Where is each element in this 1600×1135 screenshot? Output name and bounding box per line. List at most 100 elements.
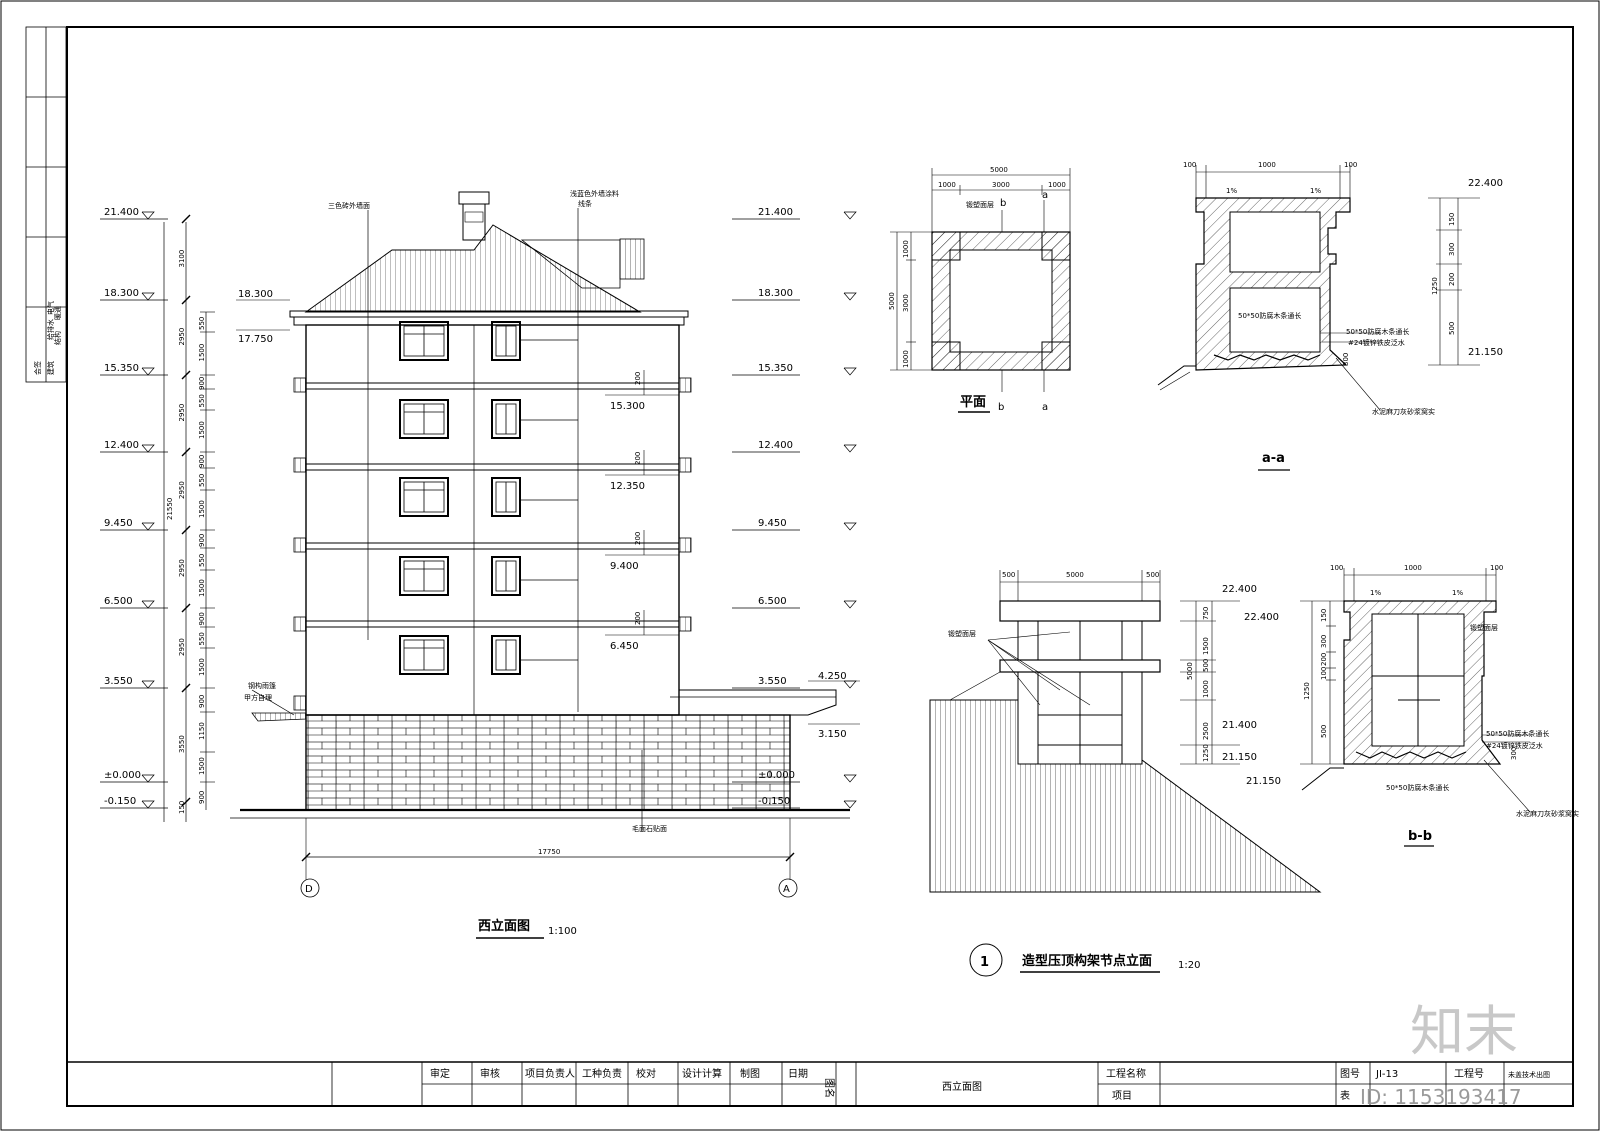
node-dim: 1500 <box>1202 637 1210 655</box>
node-dim: 750 <box>1202 607 1210 620</box>
sill-dim: 200 <box>634 532 642 545</box>
node-elevation: 500 5000 500 22.400 21.400 21.150 750 15… <box>929 570 1322 977</box>
aa-dim: 150 <box>1448 213 1456 226</box>
sill-dim: 200 <box>634 612 642 625</box>
dim-total: 2950 <box>178 559 186 577</box>
label-paint-line: 线条 <box>578 199 592 208</box>
plan-dim: 1000 <box>902 350 910 368</box>
sill-dim: 200 <box>634 452 642 465</box>
section-bb: 100 1000 100 22.400 21.150 150 300 200 1… <box>1244 564 1579 847</box>
plan-dim: 3000 <box>902 294 910 312</box>
level-mark: 15.350 <box>758 363 793 374</box>
bb-level-top: 22.400 <box>1244 612 1279 623</box>
label-paint: 浅蓝色外墙涂料 <box>570 189 619 198</box>
level-mark: 18.300 <box>104 288 139 299</box>
dim-detail: 1500 <box>198 421 206 439</box>
window-left <box>399 556 449 596</box>
dim-detail: 550 <box>198 474 206 487</box>
axis-label-a: A <box>783 884 790 895</box>
tb-drawing-no: JI-13 <box>1375 1069 1398 1080</box>
window-left <box>399 399 449 439</box>
inner-border <box>66 26 1574 1107</box>
level-mark: 18.300 <box>758 288 793 299</box>
axis-bubble-a <box>778 878 798 898</box>
tb-drawing-no-label: 图号 <box>1340 1068 1360 1080</box>
bb-level-bottom: 21.150 <box>1246 776 1281 787</box>
level-mark: -0.150 <box>104 796 136 807</box>
level-mark: 12.400 <box>104 440 139 451</box>
chimney-cap <box>458 191 490 205</box>
tb-cell: 设计计算 <box>682 1067 722 1080</box>
tb-cell: 图名 <box>823 1078 836 1098</box>
bb-dim: 100 <box>1320 667 1328 680</box>
bb-note: 锻塑面层 <box>1470 623 1498 632</box>
detail-number-circle <box>969 943 1003 977</box>
axis-bubble-d <box>300 878 320 898</box>
window-right <box>491 321 521 361</box>
bb-note: #24镀锌铁皮泛水 <box>1486 741 1543 750</box>
bb-dim: 1250 <box>1303 682 1311 700</box>
node-dim: 500 <box>1002 571 1015 579</box>
dim-detail: 1500 <box>198 579 206 597</box>
node-level: 22.400 <box>1222 584 1257 595</box>
level-canopy-bottom: 3.150 <box>818 729 847 740</box>
bb-note: 50*50防腐木条通长 <box>1386 783 1449 792</box>
plan-dim: 1000 <box>1048 181 1066 189</box>
dim-detail: 1150 <box>198 722 206 740</box>
overall-height: 21550 <box>166 498 174 520</box>
bb-dim: 150 <box>1320 609 1328 622</box>
window-right <box>491 399 521 439</box>
aa-title: a-a <box>1262 451 1285 466</box>
watermark-logo: 知末 <box>1410 1000 1518 1063</box>
node-dim: 2500 <box>1202 722 1210 740</box>
cut-mark-b: b <box>1000 198 1006 209</box>
tb-cell: 制图 <box>740 1067 760 1080</box>
plan-dim: 1000 <box>902 240 910 258</box>
watermark: 知末 ID: 1153193417 <box>1360 1000 1522 1109</box>
cut-mark-a: a <box>1042 190 1048 201</box>
bb-slope: 1% <box>1452 589 1463 597</box>
window-right <box>491 556 521 596</box>
dim-total: 2950 <box>178 481 186 499</box>
bb-dim: 300 <box>1320 635 1328 648</box>
label-stone: 毛面石贴面 <box>632 824 667 833</box>
section-aa: 100 1000 100 22.400 21.150 150 300 200 1… <box>1157 161 1503 471</box>
dim-detail: 550 <box>198 317 206 330</box>
tb-cell: 项目负责人 <box>525 1067 575 1080</box>
windows <box>399 321 521 675</box>
level-mark: ±0.000 <box>758 770 795 781</box>
bb-dim: 500 <box>1320 725 1328 738</box>
tb-cell: 校对 <box>636 1067 656 1080</box>
label-canopy: 钢构雨篷 <box>248 681 276 690</box>
aa-dim: 100 <box>1183 161 1196 169</box>
side-strip: 会签 建筑 结构 给排水 暖通 电气 <box>25 26 67 383</box>
dim-detail: 900 <box>198 791 206 804</box>
dim-detail: 1500 <box>198 500 206 518</box>
bb-dim: 100 <box>1330 564 1343 572</box>
canopy <box>678 689 837 716</box>
side-strip-label: 结构 <box>53 331 62 345</box>
sill-dim: 200 <box>634 372 642 385</box>
dim-detail: 900 <box>198 695 206 708</box>
plan-dim: 3000 <box>992 181 1010 189</box>
label-canopy-note: 甲方自理 <box>244 693 272 702</box>
cut-mark-a: a <box>1042 402 1048 413</box>
bb-dim: 100 <box>1490 564 1503 572</box>
side-strip-label: 会签 <box>33 361 42 375</box>
aa-dim: 1000 <box>1258 161 1276 169</box>
aa-dim: 100 <box>1344 161 1357 169</box>
dim-detail: 900 <box>198 612 206 625</box>
chimney <box>462 203 486 241</box>
dim-detail: 550 <box>198 632 206 645</box>
dim-detail: 550 <box>198 554 206 567</box>
stone-plinth <box>305 714 791 811</box>
aa-dim: 1250 <box>1431 277 1439 295</box>
elevation-title: 西立面图 <box>478 918 530 934</box>
tb-project-item: 项目 <box>1112 1090 1132 1102</box>
roof <box>304 224 642 313</box>
level-mark: -0.150 <box>758 796 790 807</box>
bb-note: 50*50防腐木条通长 <box>1486 729 1549 738</box>
bb-dim: 200 <box>1320 653 1328 666</box>
aa-slope: 1% <box>1310 187 1321 195</box>
